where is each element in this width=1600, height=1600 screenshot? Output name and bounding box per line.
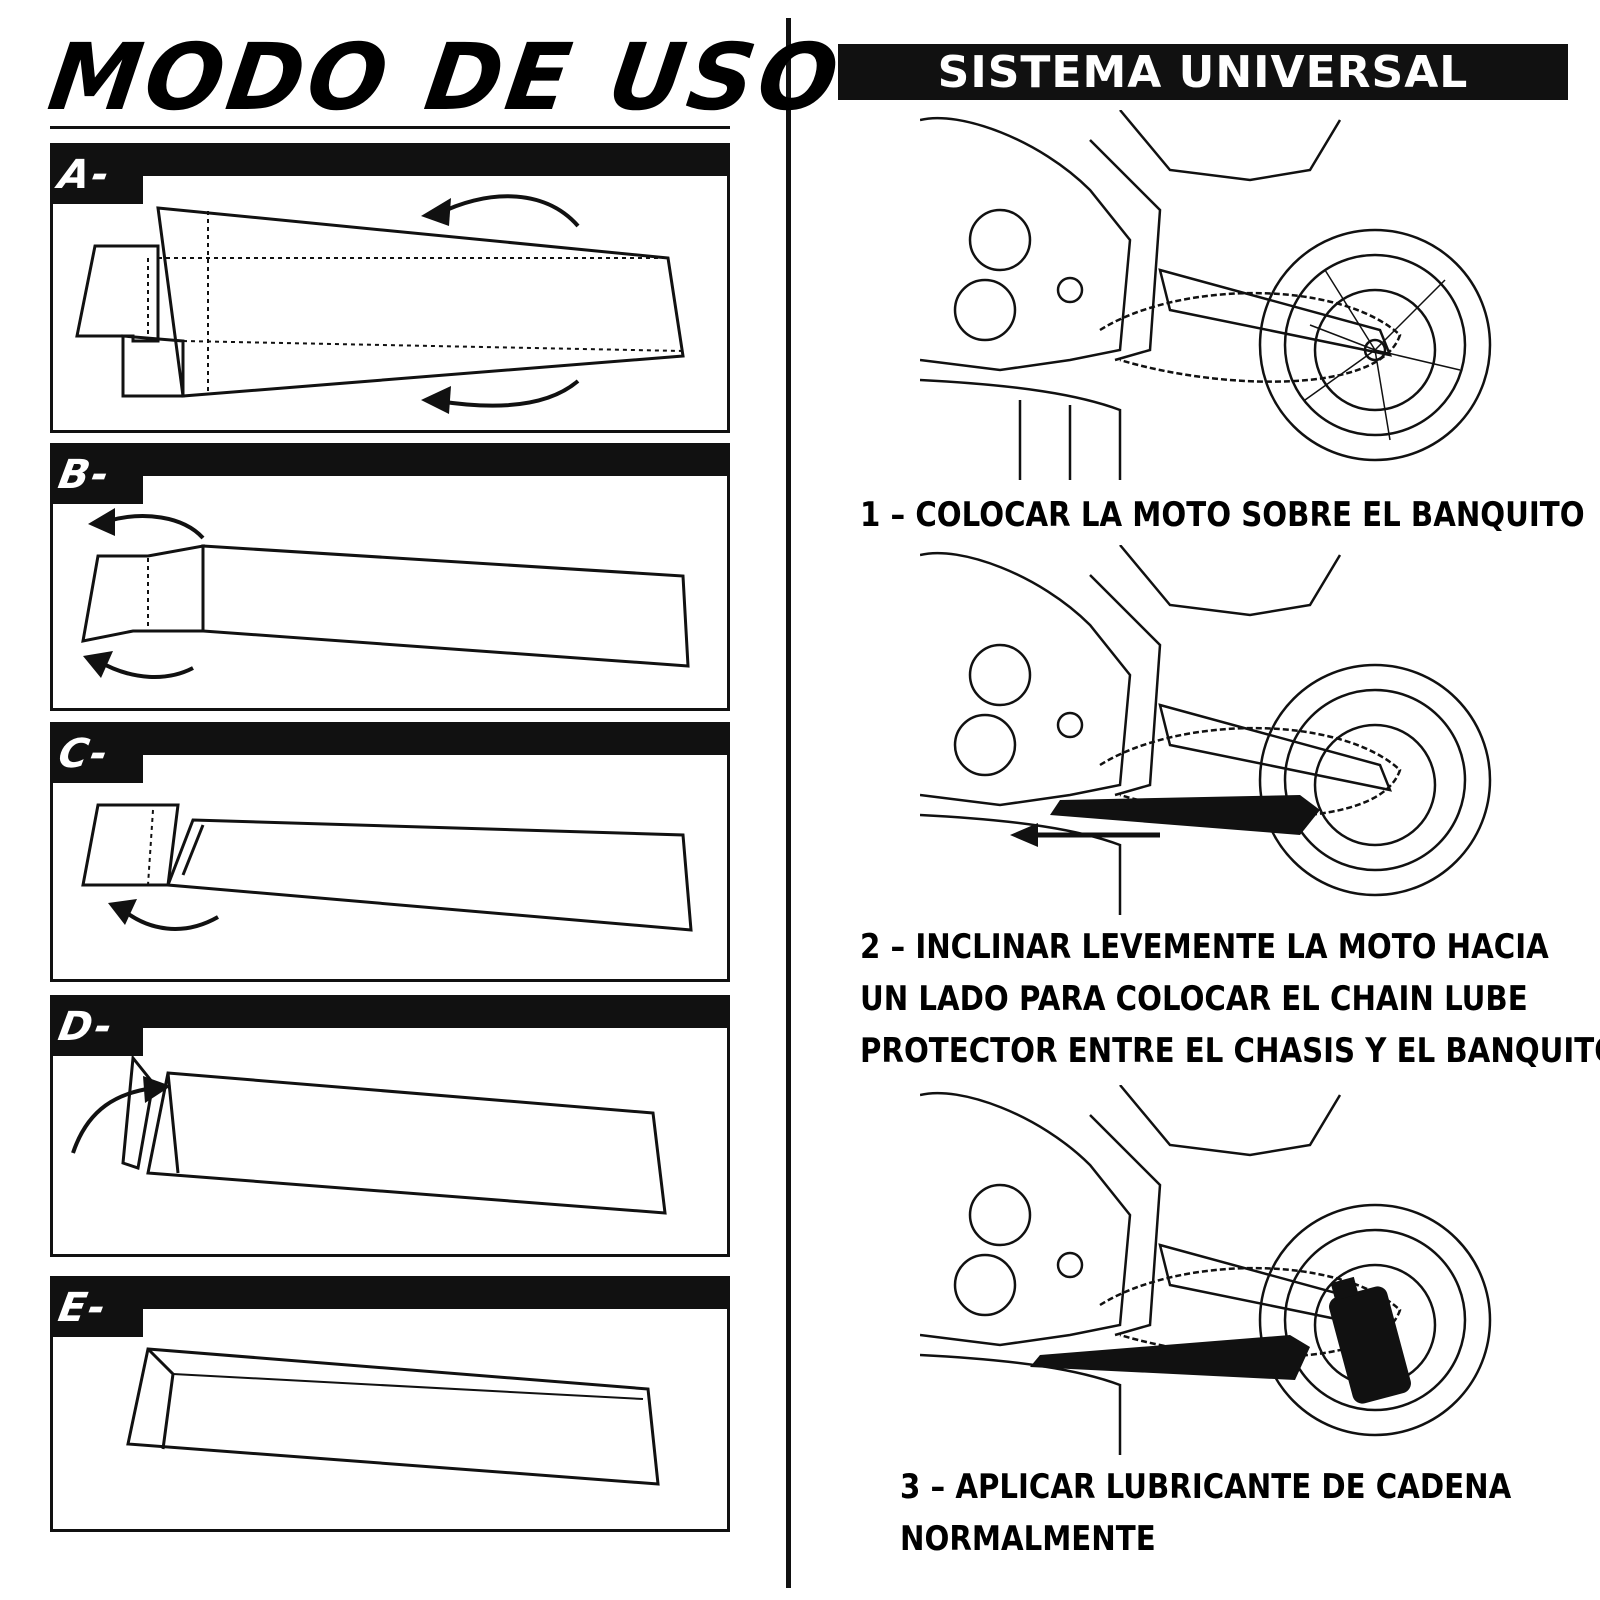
engine-outline [920,551,1132,807]
pad-left-flap [75,244,160,343]
arrow-head-icon [421,198,451,226]
step-2-line-3: PROTECTOR ENTRE EL CHASIS Y EL BANQUITO [860,1031,1600,1071]
fold-diagram-e [126,1347,660,1486]
arrow-head-icon [421,386,451,414]
pad-lower-flap [121,334,185,398]
motorcycle-illustration-3 [920,1085,1492,1455]
pad-outline [165,818,693,932]
panel-label-box: E- [53,1279,143,1337]
panel-a: A- [50,143,730,433]
fold-diagram-c [81,803,693,932]
panel-label-box: A- [53,146,143,204]
frame-tube [1089,139,1162,362]
pad-fold-edge [181,824,205,876]
arrow-top-path [437,194,580,228]
arrow-top-path [107,514,205,540]
pad-folded-end [121,1054,155,1170]
arrow-bottom-path [97,659,194,680]
sprocket [1313,723,1437,847]
panel-d: D- [50,995,730,1257]
panel-label-box: D- [53,998,143,1056]
fold-diagram-b [81,508,690,680]
engine-outline [920,1091,1132,1347]
frame-tube [1089,574,1162,797]
pad-folded-end [81,803,180,887]
pad-outline [146,1071,667,1215]
seat-edge [1119,110,1342,182]
rear-tire [1258,1203,1492,1437]
rear-tire [1258,663,1492,897]
panel-header-bar [53,998,727,1028]
title-underline [50,126,730,129]
seat-edge [1119,545,1342,617]
arrow-path [121,908,219,931]
arrow-head-icon [88,508,115,536]
panel-header-bar [53,725,727,755]
fold-diagram-d [71,1054,667,1215]
seat-edge [1119,1085,1342,1157]
arrow-head-icon [143,1076,171,1103]
page-title: MODO DE USO [42,24,849,131]
chain-lube-protector [1030,1335,1310,1380]
step-2-line-2: UN LADO PARA COLOCAR EL CHAIN LUBE [860,979,1528,1019]
section-header: SISTEMA UNIVERSAL [838,44,1568,100]
panel-c: C- [50,722,730,982]
panel-header-bar [53,1279,727,1309]
chain [1099,291,1402,383]
panel-header-bar [53,446,727,476]
panel-e: E- [50,1276,730,1532]
pad-fold-edge [146,1347,175,1450]
arrow-bottom-path [437,379,580,408]
motorcycle-illustration-2 [920,545,1492,915]
panel-header-bar [53,146,727,176]
step-3-line-1: 3 – APLICAR LUBRICANTE DE CADENA [900,1467,1512,1507]
arrow-head-icon [1010,823,1038,847]
chain-lube-protector [1050,795,1320,835]
spray-can-icon [1329,1276,1411,1404]
pad-outline [201,544,690,668]
frame-tube [1089,1114,1162,1337]
sprocket [1313,288,1437,412]
fold-diagram-a [75,194,685,414]
swingarm [1158,268,1393,357]
step-1-line-1: 1 – COLOCAR LA MOTO SOBRE EL BANQUITO [860,495,1585,535]
pad-folded-end [81,544,205,643]
swingarm [1158,703,1393,792]
arrow-head-icon [83,651,113,678]
step-2-line-1: 2 – INCLINAR LEVEMENTE LA MOTO HACIA [860,927,1549,967]
arrow-path [71,1086,154,1154]
column-divider [786,18,791,1588]
arrow-head-icon [108,899,137,925]
panel-label-box: B- [53,446,143,504]
rear-tire [1258,228,1492,462]
panel-label-box: C- [53,725,143,783]
engine-outline [920,116,1132,372]
motorcycle-illustration-1 [920,110,1492,480]
panel-b: B- [50,443,730,711]
stand-outline [920,378,1122,480]
pad-outline [126,1347,660,1486]
pad-fold-edge [166,1072,180,1174]
pad-outline [156,206,685,398]
step-3-line-2: NORMALMENTE [900,1519,1156,1559]
